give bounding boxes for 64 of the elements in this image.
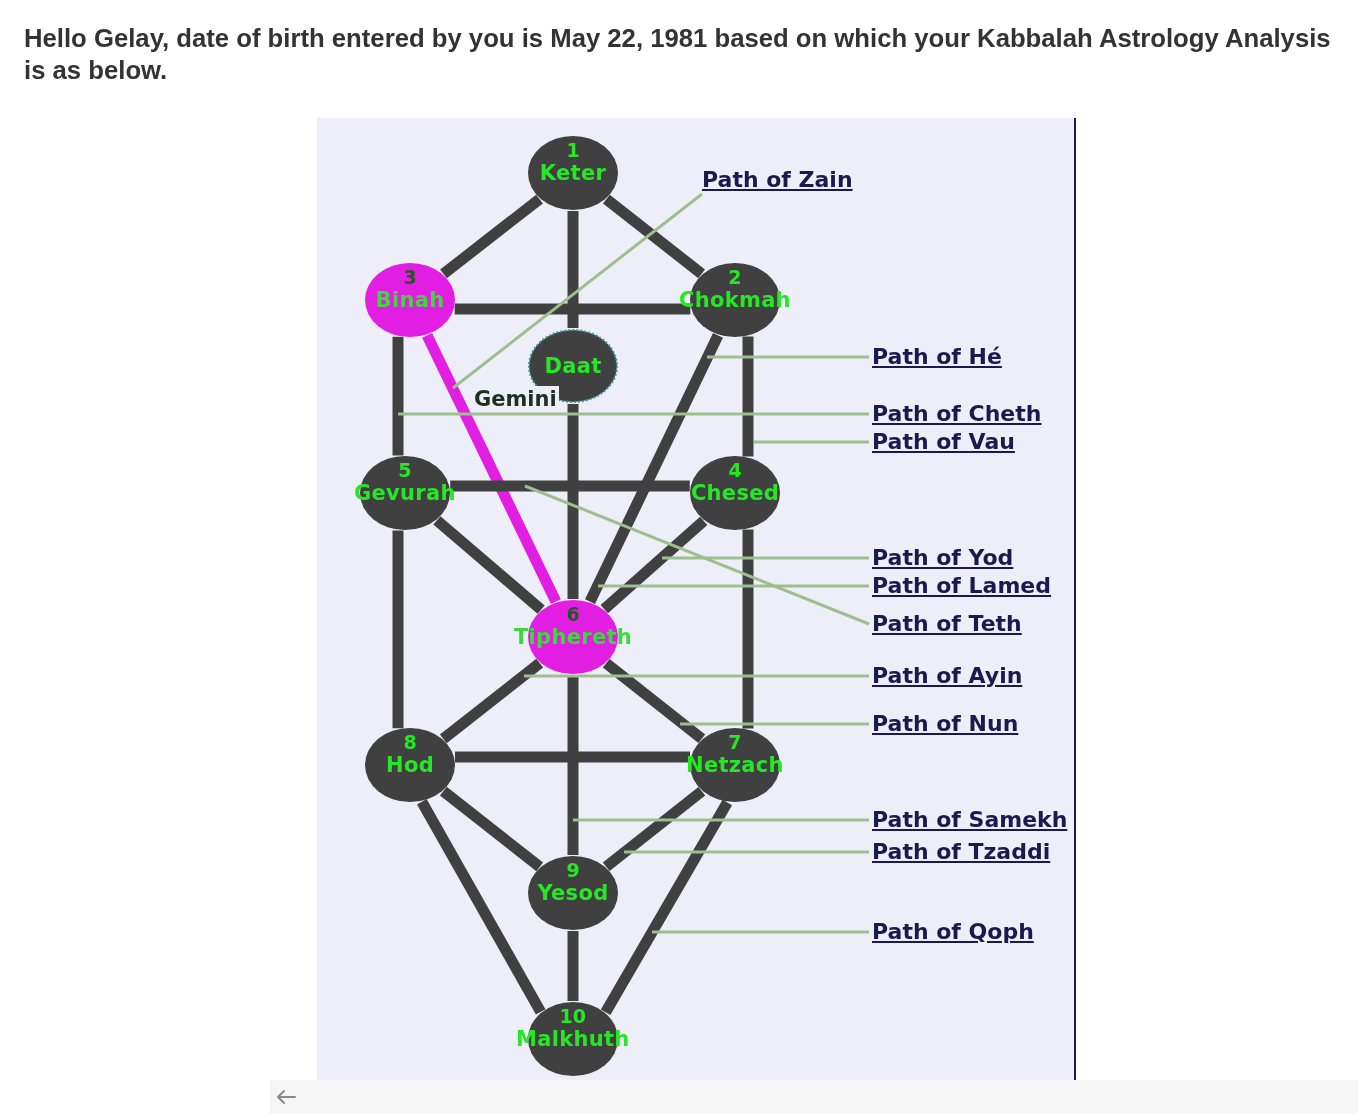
- path-label: Path of Cheth: [872, 400, 1042, 428]
- path-line: [602, 787, 706, 871]
- leader-line: [624, 850, 869, 854]
- path-line: [454, 303, 691, 315]
- path-label: Path of Samekh: [872, 806, 1068, 834]
- sephirah-name: Keter: [539, 161, 607, 185]
- path-line: [603, 194, 705, 279]
- leader-line: [652, 930, 869, 934]
- sephirah-number: 5: [398, 459, 412, 481]
- path-line: [567, 675, 579, 855]
- path-label: Path of Qoph: [872, 918, 1034, 946]
- sephirah-number: 3: [403, 266, 417, 288]
- path-line: [433, 516, 545, 614]
- path-label: Path of Vau: [872, 428, 1015, 456]
- path-line: [392, 530, 404, 729]
- path-line: [600, 516, 708, 614]
- path-line: [567, 211, 579, 328]
- leader-line: [398, 412, 869, 416]
- path-label: Path of Yod: [872, 544, 1014, 572]
- sephirah-name: Daat: [544, 354, 602, 378]
- leader-line: [680, 722, 869, 726]
- sephirah-number: 10: [559, 1005, 586, 1027]
- leader-line: [524, 484, 870, 626]
- path-label: Path of Hé: [872, 343, 1002, 371]
- sephirah-name: Chesed: [690, 481, 780, 505]
- path-line: [439, 786, 544, 872]
- path-line: [440, 194, 543, 279]
- path-line: [455, 751, 690, 763]
- path-line: [392, 336, 404, 456]
- leader-line: [524, 674, 869, 678]
- path-label: Path of Nun: [872, 710, 1019, 738]
- path-line: [422, 332, 561, 605]
- sephirah-name: Hod: [386, 753, 434, 777]
- path-line: [742, 529, 754, 729]
- path-label: Path of Ayin: [872, 662, 1023, 690]
- sephirah-name: Binah: [375, 288, 445, 312]
- path-label: Path of Lamed: [872, 572, 1052, 600]
- path-label: Path of Tzaddi: [872, 838, 1051, 866]
- sephirah-number: 6: [566, 603, 580, 625]
- leader-line: [452, 192, 703, 390]
- heading-text: Hello Gelay, date of birth entered by you is May 22, 1981 based on which your Kabbalah Astrology Analysis is as below.: [24, 23, 1332, 86]
- path-line: [567, 404, 579, 599]
- sephirah-number: 4: [728, 459, 742, 481]
- sephirah-number: 7: [728, 731, 742, 753]
- path-line: [742, 336, 754, 457]
- leader-line: [573, 818, 869, 822]
- leader-line: [598, 584, 869, 588]
- leader-line: [754, 440, 869, 444]
- leader-line: [662, 556, 869, 560]
- leader-line: [707, 355, 869, 359]
- path-line: [417, 799, 546, 1015]
- path-line: [585, 332, 723, 605]
- path-line: [450, 480, 690, 492]
- path-line: [567, 931, 579, 1001]
- sephirah-number: 8: [403, 731, 417, 753]
- path-label: Path of Teth: [872, 610, 1022, 638]
- sephirah-number: 1: [566, 139, 580, 161]
- path-line: [439, 658, 544, 744]
- sephirah-name: Yesod: [537, 881, 609, 905]
- path-line: [602, 659, 706, 743]
- path-label: Path of Zain: [702, 166, 853, 194]
- sephirah-number: 9: [566, 859, 580, 881]
- path-line: [600, 799, 733, 1015]
- sephirah-number: 2: [728, 266, 742, 288]
